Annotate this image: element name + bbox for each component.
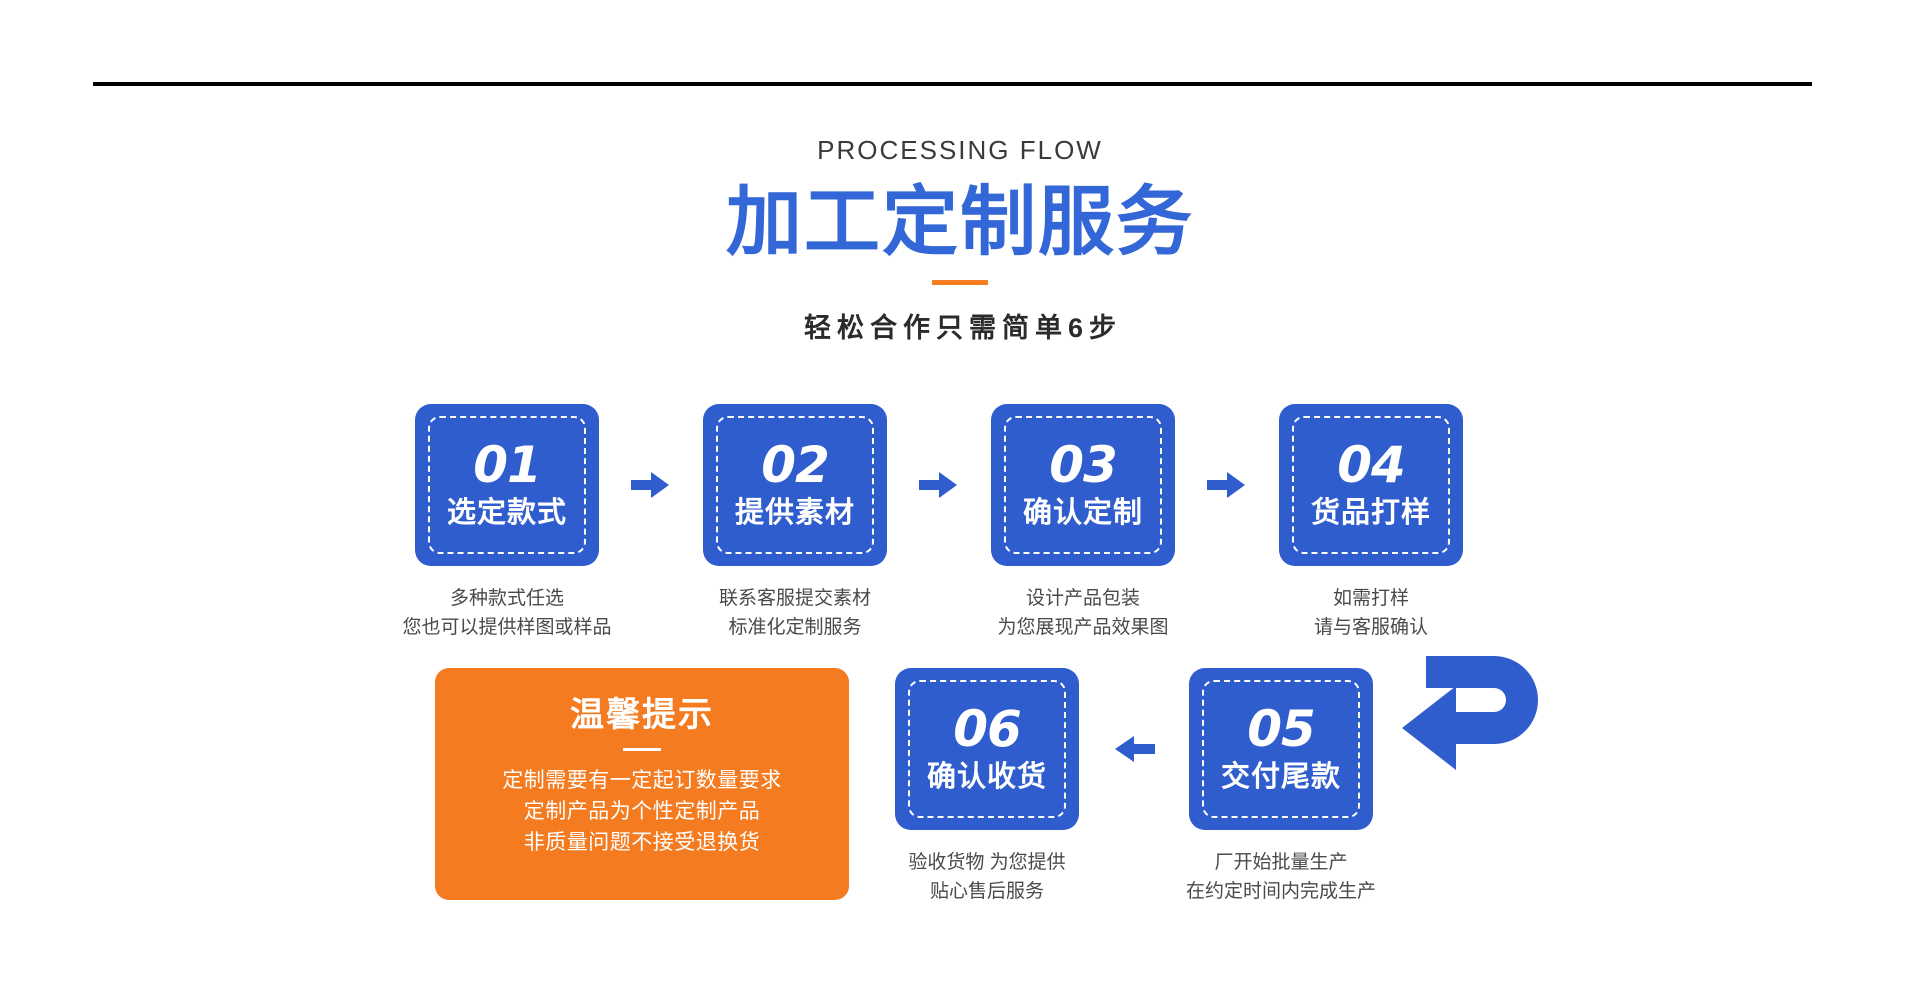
step-description-line2: 您也可以提供样图或样品 bbox=[402, 617, 612, 638]
step-description-line1: 如需打样 bbox=[1332, 588, 1409, 609]
step-box-02[interactable]: 02 提供素材 bbox=[703, 404, 887, 566]
arrow-uturn-left-icon bbox=[1398, 648, 1548, 778]
step-description-line1: 多种款式任选 bbox=[450, 588, 565, 609]
step-description: 厂开始批量生产 在约定时间内完成生产 bbox=[1186, 848, 1376, 906]
step-description-line1: 联系客服提交素材 bbox=[718, 588, 871, 609]
step-number: 05 bbox=[1247, 700, 1316, 758]
step-label: 确认定制 bbox=[1022, 497, 1143, 529]
eyebrow-text: PROCESSING FLOW bbox=[817, 135, 1103, 165]
step-description-line2: 请与客服确认 bbox=[1313, 617, 1428, 638]
tip-card-line3: 非质量问题不接受退换货 bbox=[523, 831, 761, 854]
step-description: 多种款式任选 您也可以提供样图或样品 bbox=[403, 584, 612, 642]
step-description: 联系客服提交素材 标准化定制服务 bbox=[719, 584, 871, 642]
flow-row-top: 01 选定款式 多种款式任选 您也可以提供样图或样品 02 提供素材 联系客服提… bbox=[403, 404, 1463, 642]
step-box-05[interactable]: 05 交付尾款 bbox=[1189, 668, 1373, 830]
flow-step-03[interactable]: 03 确认定制 设计产品包装 为您展现产品效果图 bbox=[991, 404, 1175, 642]
step-description-line2: 在约定时间内完成生产 bbox=[1186, 881, 1377, 902]
step-description-line2: 为您展现产品效果图 bbox=[997, 617, 1169, 638]
title-accent-dash bbox=[932, 280, 988, 285]
arrow-left-icon bbox=[1079, 668, 1189, 830]
flow-step-06[interactable]: 06 确认收货 验收货物 为您提供 贴心售后服务 bbox=[895, 668, 1079, 906]
step-label: 货品打样 bbox=[1310, 497, 1431, 529]
flow-step-04[interactable]: 04 货品打样 如需打样 请与客服确认 bbox=[1279, 404, 1463, 642]
arrow-right-icon bbox=[1175, 404, 1279, 566]
step-description-line2: 标准化定制服务 bbox=[728, 617, 862, 638]
step-box-01[interactable]: 01 选定款式 bbox=[415, 404, 599, 566]
step-description: 如需打样 请与客服确认 bbox=[1314, 584, 1428, 642]
flow-step-05[interactable]: 05 交付尾款 厂开始批量生产 在约定时间内完成生产 bbox=[1186, 668, 1376, 906]
page-title: 加工定制服务 bbox=[726, 180, 1194, 265]
tip-card-divider bbox=[623, 748, 661, 751]
flow-step-02[interactable]: 02 提供素材 联系客服提交素材 标准化定制服务 bbox=[703, 404, 887, 642]
tip-card-line1: 定制需要有一定起订数量要求 bbox=[502, 769, 782, 792]
arrow-right-icon bbox=[887, 404, 991, 566]
page-header: PROCESSING FLOW 加工定制服务 轻松合作只需简单6步 bbox=[0, 134, 1920, 345]
step-description-line1: 设计产品包装 bbox=[1025, 588, 1140, 609]
step-number: 06 bbox=[953, 700, 1022, 758]
step-description-line1: 验收货物 为您提供 bbox=[908, 852, 1066, 873]
flow-row-bottom: 温馨提示 定制需要有一定起订数量要求 定制产品为个性定制产品 非质量问题不接受退… bbox=[435, 668, 1376, 906]
step-description-line2: 贴心售后服务 bbox=[929, 881, 1044, 902]
step-box-03[interactable]: 03 确认定制 bbox=[991, 404, 1175, 566]
top-divider-rule bbox=[93, 82, 1812, 86]
step-label: 提供素材 bbox=[734, 497, 855, 529]
step-box-04[interactable]: 04 货品打样 bbox=[1279, 404, 1463, 566]
step-number: 02 bbox=[761, 436, 830, 494]
step-label: 选定款式 bbox=[446, 497, 567, 529]
tip-card-title: 温馨提示 bbox=[570, 696, 714, 734]
step-label: 交付尾款 bbox=[1220, 761, 1341, 793]
step-description: 验收货物 为您提供 贴心售后服务 bbox=[908, 848, 1065, 906]
arrow-right-icon bbox=[599, 404, 703, 566]
step-description: 设计产品包装 为您展现产品效果图 bbox=[997, 584, 1168, 642]
step-box-06[interactable]: 06 确认收货 bbox=[895, 668, 1079, 830]
step-number: 03 bbox=[1049, 436, 1118, 494]
page-subtitle: 轻松合作只需简单6步 bbox=[803, 313, 1123, 343]
step-label: 确认收货 bbox=[926, 761, 1047, 793]
flow-step-01[interactable]: 01 选定款式 多种款式任选 您也可以提供样图或样品 bbox=[403, 404, 612, 642]
step-number: 04 bbox=[1337, 436, 1406, 494]
step-number: 01 bbox=[473, 436, 542, 494]
tip-card-line2: 定制产品为个性定制产品 bbox=[523, 800, 761, 823]
tip-card: 温馨提示 定制需要有一定起订数量要求 定制产品为个性定制产品 非质量问题不接受退… bbox=[435, 668, 849, 900]
step-description-line1: 厂开始批量生产 bbox=[1214, 852, 1348, 873]
